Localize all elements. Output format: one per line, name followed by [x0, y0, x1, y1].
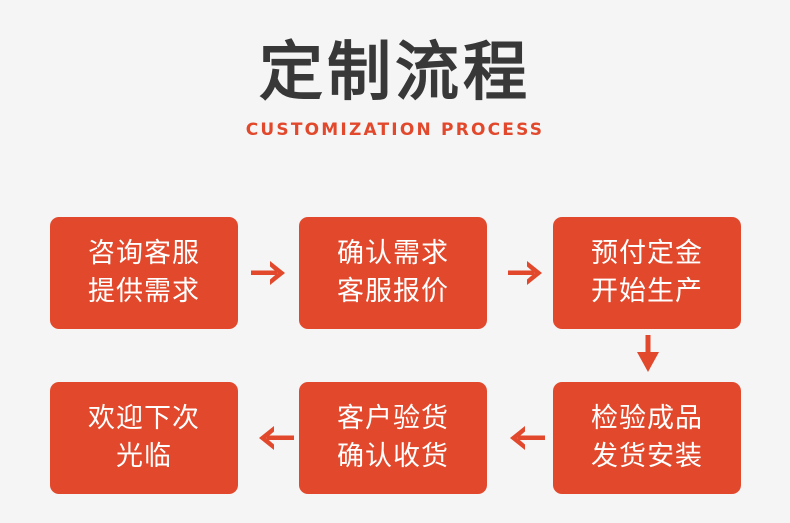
arrow-left-icon: [251, 419, 295, 457]
flow-step-1-line-2: 提供需求: [88, 276, 200, 307]
page-title: 定制流程: [259, 36, 531, 110]
flow-step-4[interactable]: 检验成品 发货安装: [553, 382, 741, 494]
flow-step-1-line-1: 咨询客服: [88, 237, 200, 269]
arrow-down-icon: [634, 334, 662, 376]
arrow-right-icon: [250, 254, 290, 292]
flow-step-4-line-1: 检验成品: [591, 402, 703, 434]
flow-step-6-line-2: 光临: [116, 441, 172, 472]
flow-step-2[interactable]: 确认需求 客服报价: [299, 217, 487, 329]
flow-step-5-line-2: 确认收货: [337, 441, 449, 472]
flow-step-5-line-1: 客户验货: [337, 402, 449, 434]
flow-step-1[interactable]: 咨询客服 提供需求: [50, 217, 238, 329]
flow-step-3-line-2: 开始生产: [591, 276, 703, 307]
flow-step-5[interactable]: 客户验货 确认收货: [299, 382, 487, 494]
flow-step-2-line-1: 确认需求: [337, 237, 449, 269]
flow-step-4-line-2: 发货安装: [591, 441, 703, 472]
page-subtitle: CUSTOMIZATION PROCESS: [245, 120, 545, 141]
flow-step-3-line-1: 预付定金: [591, 237, 703, 269]
flow-step-6[interactable]: 欢迎下次 光临: [50, 382, 238, 494]
flow-step-3[interactable]: 预付定金 开始生产: [553, 217, 741, 329]
arrow-right-icon: [507, 254, 547, 292]
flow-step-2-line-2: 客服报价: [337, 276, 449, 307]
header: 定制流程 CUSTOMIZATION PROCESS: [0, 0, 790, 141]
flow-step-6-line-1: 欢迎下次: [88, 402, 200, 434]
arrow-left-icon: [502, 419, 546, 457]
